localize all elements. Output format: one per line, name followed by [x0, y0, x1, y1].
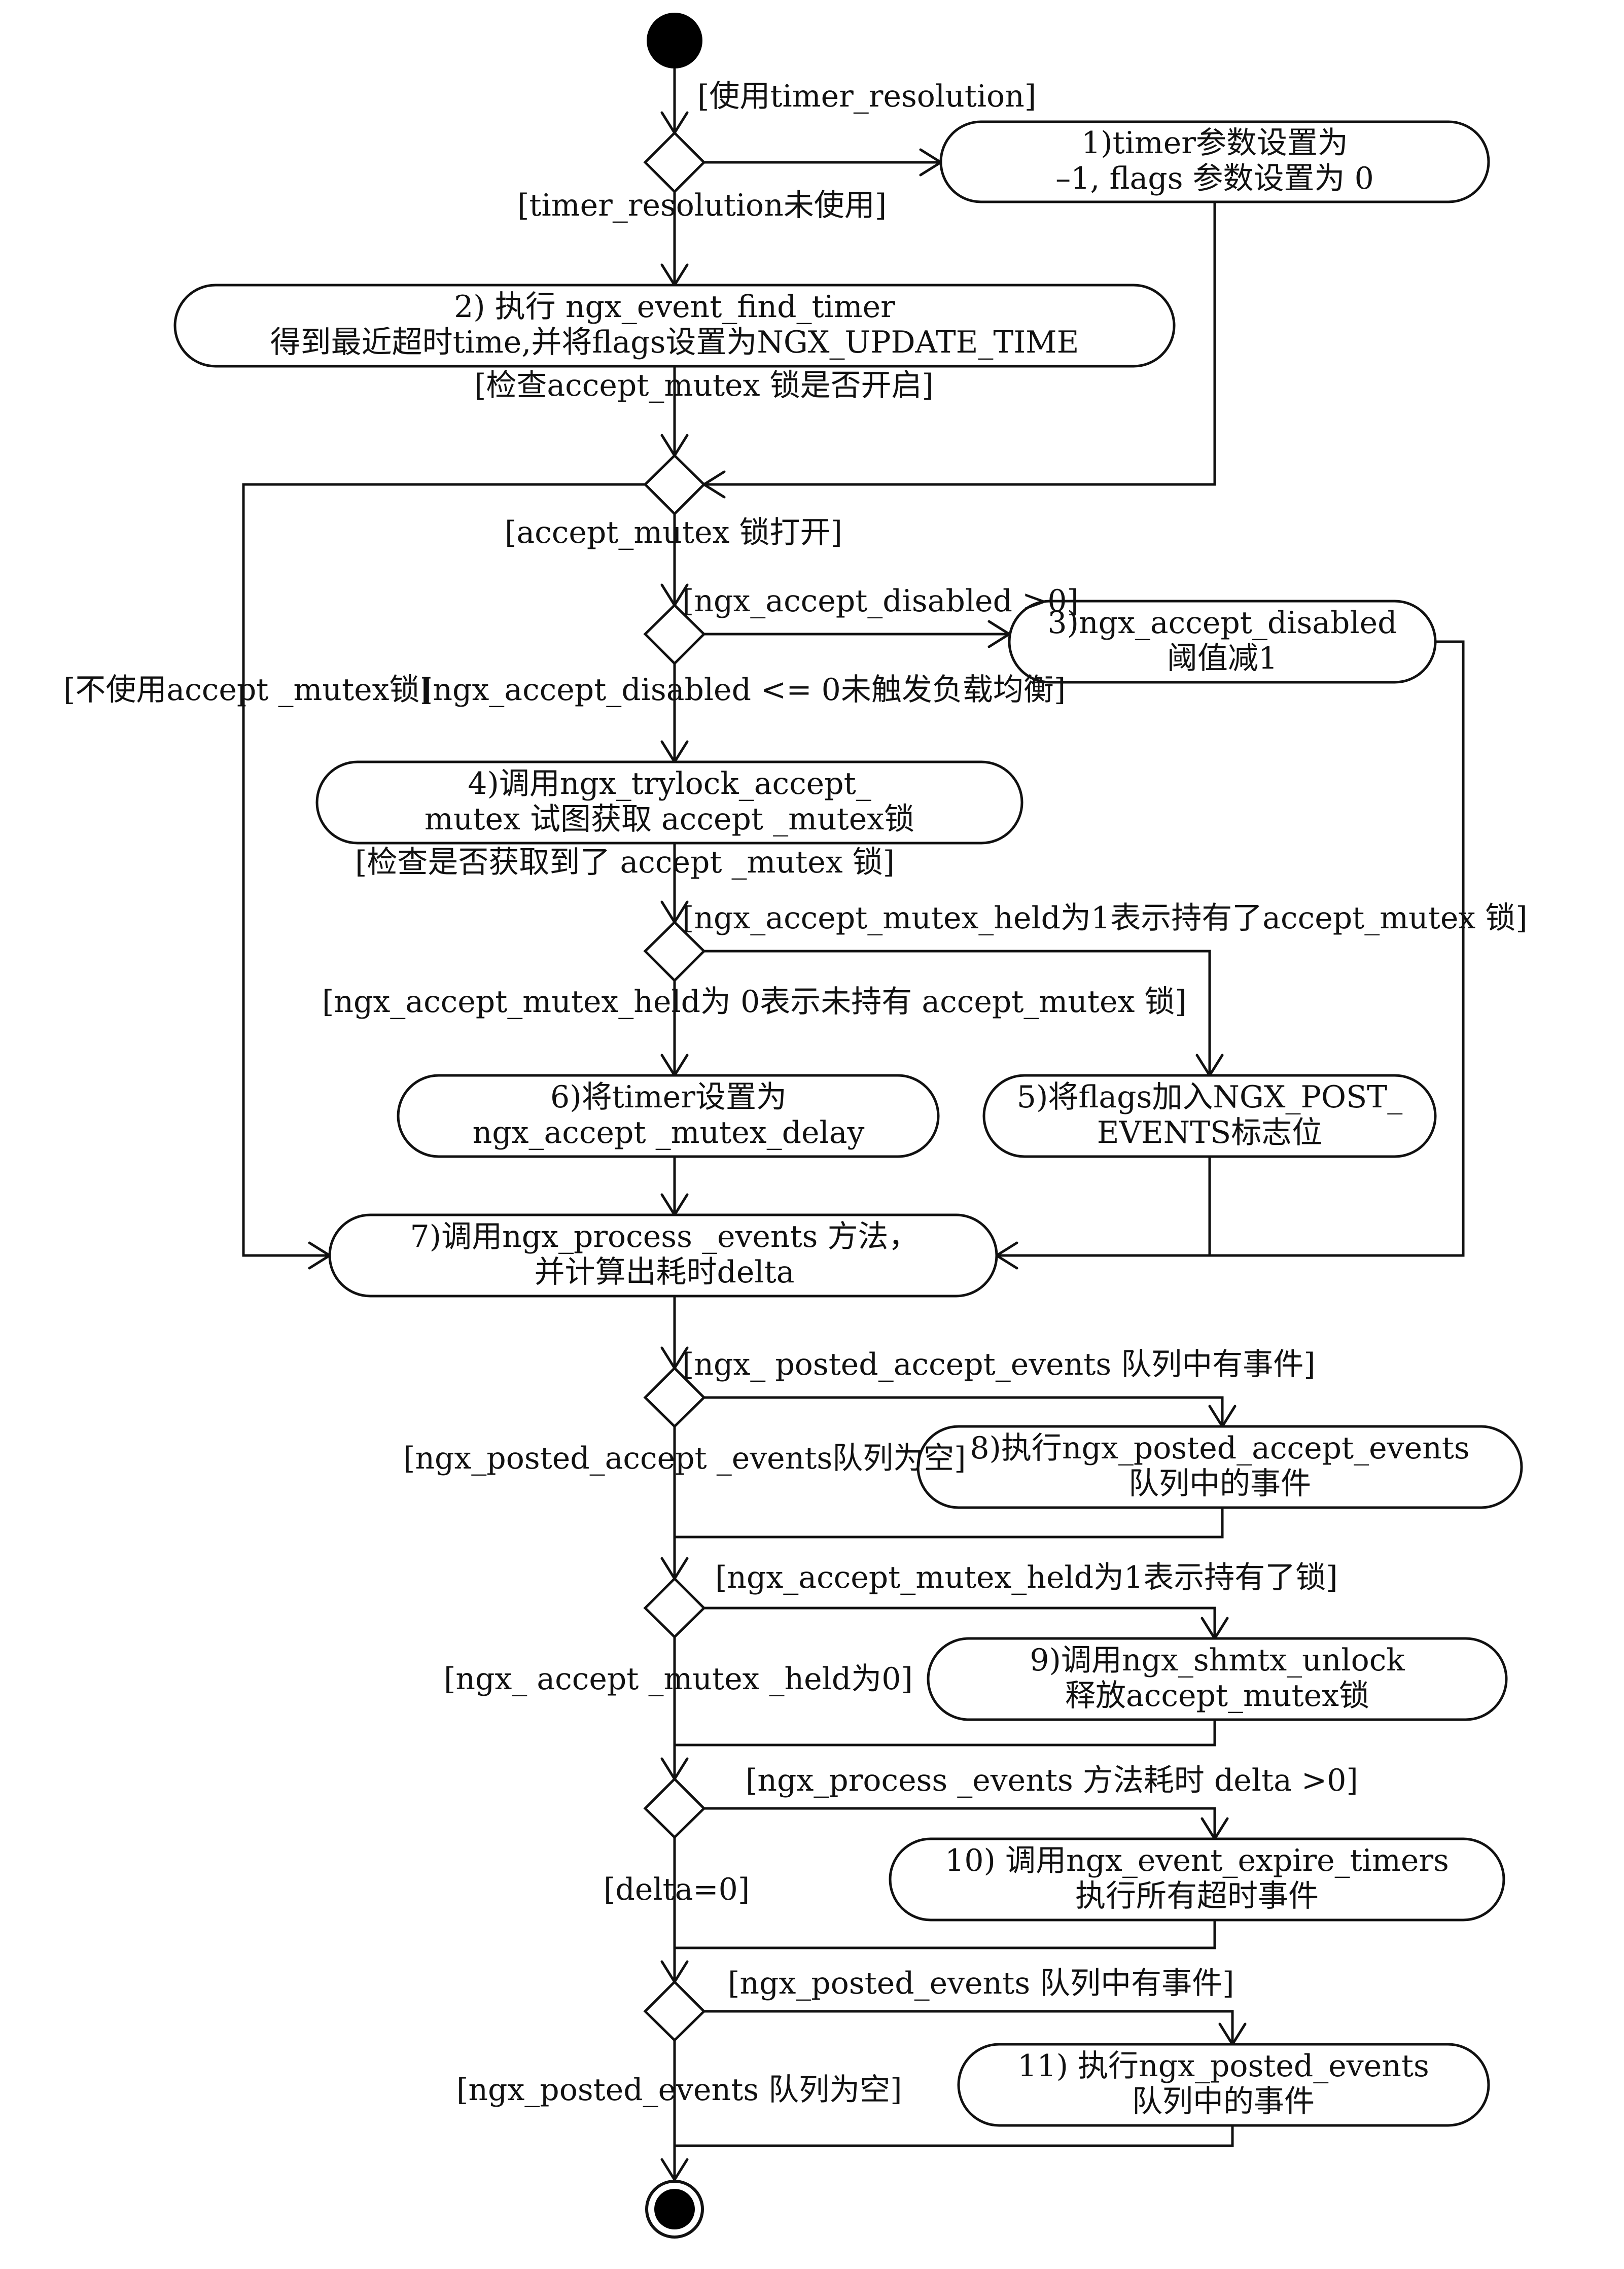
node-text: 释放accept_mutex锁 [1065, 1678, 1369, 1714]
guard-label: [ngx_posted_events 队列中有事件] [728, 1966, 1234, 2001]
action-node-2: 2) 执行 ngx_event_find_timer 得到最近超时time,并将… [173, 284, 1176, 368]
guard-label: [timer_resolution未使用] [517, 188, 887, 223]
guard-label: [使用timer_resolution] [697, 79, 1036, 114]
edge-n11-spine [675, 2125, 1234, 2147]
node-text: 8)执行ngx_posted_accept_events [970, 1430, 1469, 1466]
edge-d4-n5 [704, 950, 1211, 1075]
guard-label: [ngx_posted_accept _events队列为空] [403, 1441, 966, 1476]
node-text: 7)调用ngx_process _events 方法， [410, 1219, 919, 1254]
guard-label: [ngx_accept_disabled <= 0未触发负载均衡] [421, 672, 1066, 708]
decision-diamond [643, 131, 706, 194]
node-text: –1, flags 参数设置为 0 [1055, 161, 1374, 196]
node-text: 11) 执行ngx_posted_events [1017, 2048, 1429, 2084]
node-text: 得到最近超时time,并将flags设置为NGX_UPDATE_TIME [270, 325, 1079, 360]
guard-label: [delta=0] [604, 1872, 750, 1907]
decision-diamond [643, 453, 706, 516]
node-text: 队列中的事件 [1132, 2084, 1315, 2119]
action-node-3: 3)ngx_accept_disabled 阈值减1 [1008, 600, 1437, 684]
node-text: 5)将flags加入NGX_POST_ [1017, 1079, 1402, 1115]
edge-n9-spine [675, 1720, 1216, 1747]
guard-label: [ngx_ posted_accept_events 队列中有事件] [682, 1347, 1316, 1382]
edge-d6-n9 [704, 1607, 1216, 1638]
node-text: mutex 试图获取 accept _mutex锁 [425, 801, 914, 837]
guard-labels: [使用timer_resolution] [timer_resolution未使… [63, 79, 1528, 2108]
action-node-4: 4)调用ngx_trylock_accept_ mutex 试图获取 accep… [315, 760, 1023, 845]
action-node-8: 8)执行ngx_posted_accept_events 队列中的事件 [916, 1425, 1523, 1509]
node-text: 2) 执行 ngx_event_find_timer [454, 289, 895, 325]
guard-label: [ngx_ accept _mutex _held为0] [444, 1661, 913, 1697]
decision-diamond [643, 1577, 706, 1639]
edge-n10-spine [675, 1920, 1216, 1949]
action-node-11: 11) 执行ngx_posted_events 队列中的事件 [957, 2043, 1490, 2127]
decision-diamond [643, 603, 706, 666]
node-text: 3)ngx_accept_disabled [1047, 605, 1397, 641]
end-node [645, 2180, 704, 2239]
connectors [242, 68, 1465, 2180]
decision-diamond [643, 1980, 706, 2042]
edge-d8-n11 [704, 2010, 1234, 2044]
node-text: 9)调用ngx_shmtx_unlock [1030, 1643, 1405, 1678]
node-text: 1)timer参数设置为 [1081, 125, 1348, 161]
start-node [647, 13, 702, 68]
action-node-9: 9)调用ngx_shmtx_unlock 释放accept_mutex锁 [927, 1637, 1508, 1721]
guard-label: [ngx_accept_mutex_held为1表示持有了锁] [715, 1560, 1338, 1595]
decision-diamond [643, 920, 706, 983]
node-text: 队列中的事件 [1128, 1466, 1311, 1502]
node-text: 6)将timer设置为 [550, 1079, 787, 1115]
action-node-5: 5)将flags加入NGX_POST_ EVENTS标志位 [982, 1074, 1437, 1158]
node-text: 4)调用ngx_trylock_accept_ [468, 766, 871, 801]
node-text: ngx_accept _mutex_delay [473, 1115, 865, 1150]
edge-d7-n10 [704, 1807, 1216, 1839]
guard-label: [检查是否获取到了 accept _mutex 锁] [355, 845, 895, 880]
guard-label: [accept_mutex 锁打开] [505, 515, 842, 550]
guard-label: [ngx_accept_mutex_held为1表示持有了accept_mute… [682, 900, 1528, 936]
edge-n3-n7 [997, 640, 1465, 1257]
guard-label: [ngx_process _events 方法耗时 delta >0] [746, 1763, 1358, 1798]
decisions [643, 131, 706, 2042]
guard-label: [ngx_posted_events 队列为空] [456, 2072, 902, 2108]
guard-label: [检查accept_mutex 锁是否开启] [474, 368, 934, 403]
edge-d2-n7-left [242, 483, 645, 1257]
decision-diamond [643, 1366, 706, 1428]
node-text: 10) 调用ngx_event_expire_timers [945, 1843, 1449, 1878]
node-text: EVENTS标志位 [1097, 1115, 1323, 1150]
decision-diamond [643, 1777, 706, 1839]
action-node-1: 1)timer参数设置为 –1, flags 参数设置为 0 [939, 120, 1490, 203]
edge-n1-d2 [704, 202, 1216, 486]
edge-n8-spine [675, 1508, 1224, 1539]
guard-label: [ngx_accept_disabled >0] [682, 583, 1079, 619]
action-node-7: 7)调用ngx_process _events 方法， 并计算出耗时delta [328, 1213, 998, 1298]
guard-label: [不使用accept _mutex锁] [63, 672, 432, 708]
node-text: 并计算出耗时delta [535, 1254, 795, 1290]
action-node-6: 6)将timer设置为 ngx_accept _mutex_delay [397, 1074, 940, 1158]
edge-d5-n8 [704, 1396, 1224, 1426]
guard-label: [ngx_accept_mutex_held为 0表示未持有 accept_mu… [322, 984, 1187, 1020]
action-node-10: 10) 调用ngx_event_expire_timers 执行所有超时事件 [889, 1837, 1505, 1922]
node-text: 阈值减1 [1167, 641, 1278, 676]
node-text: 执行所有超时事件 [1075, 1878, 1319, 1914]
